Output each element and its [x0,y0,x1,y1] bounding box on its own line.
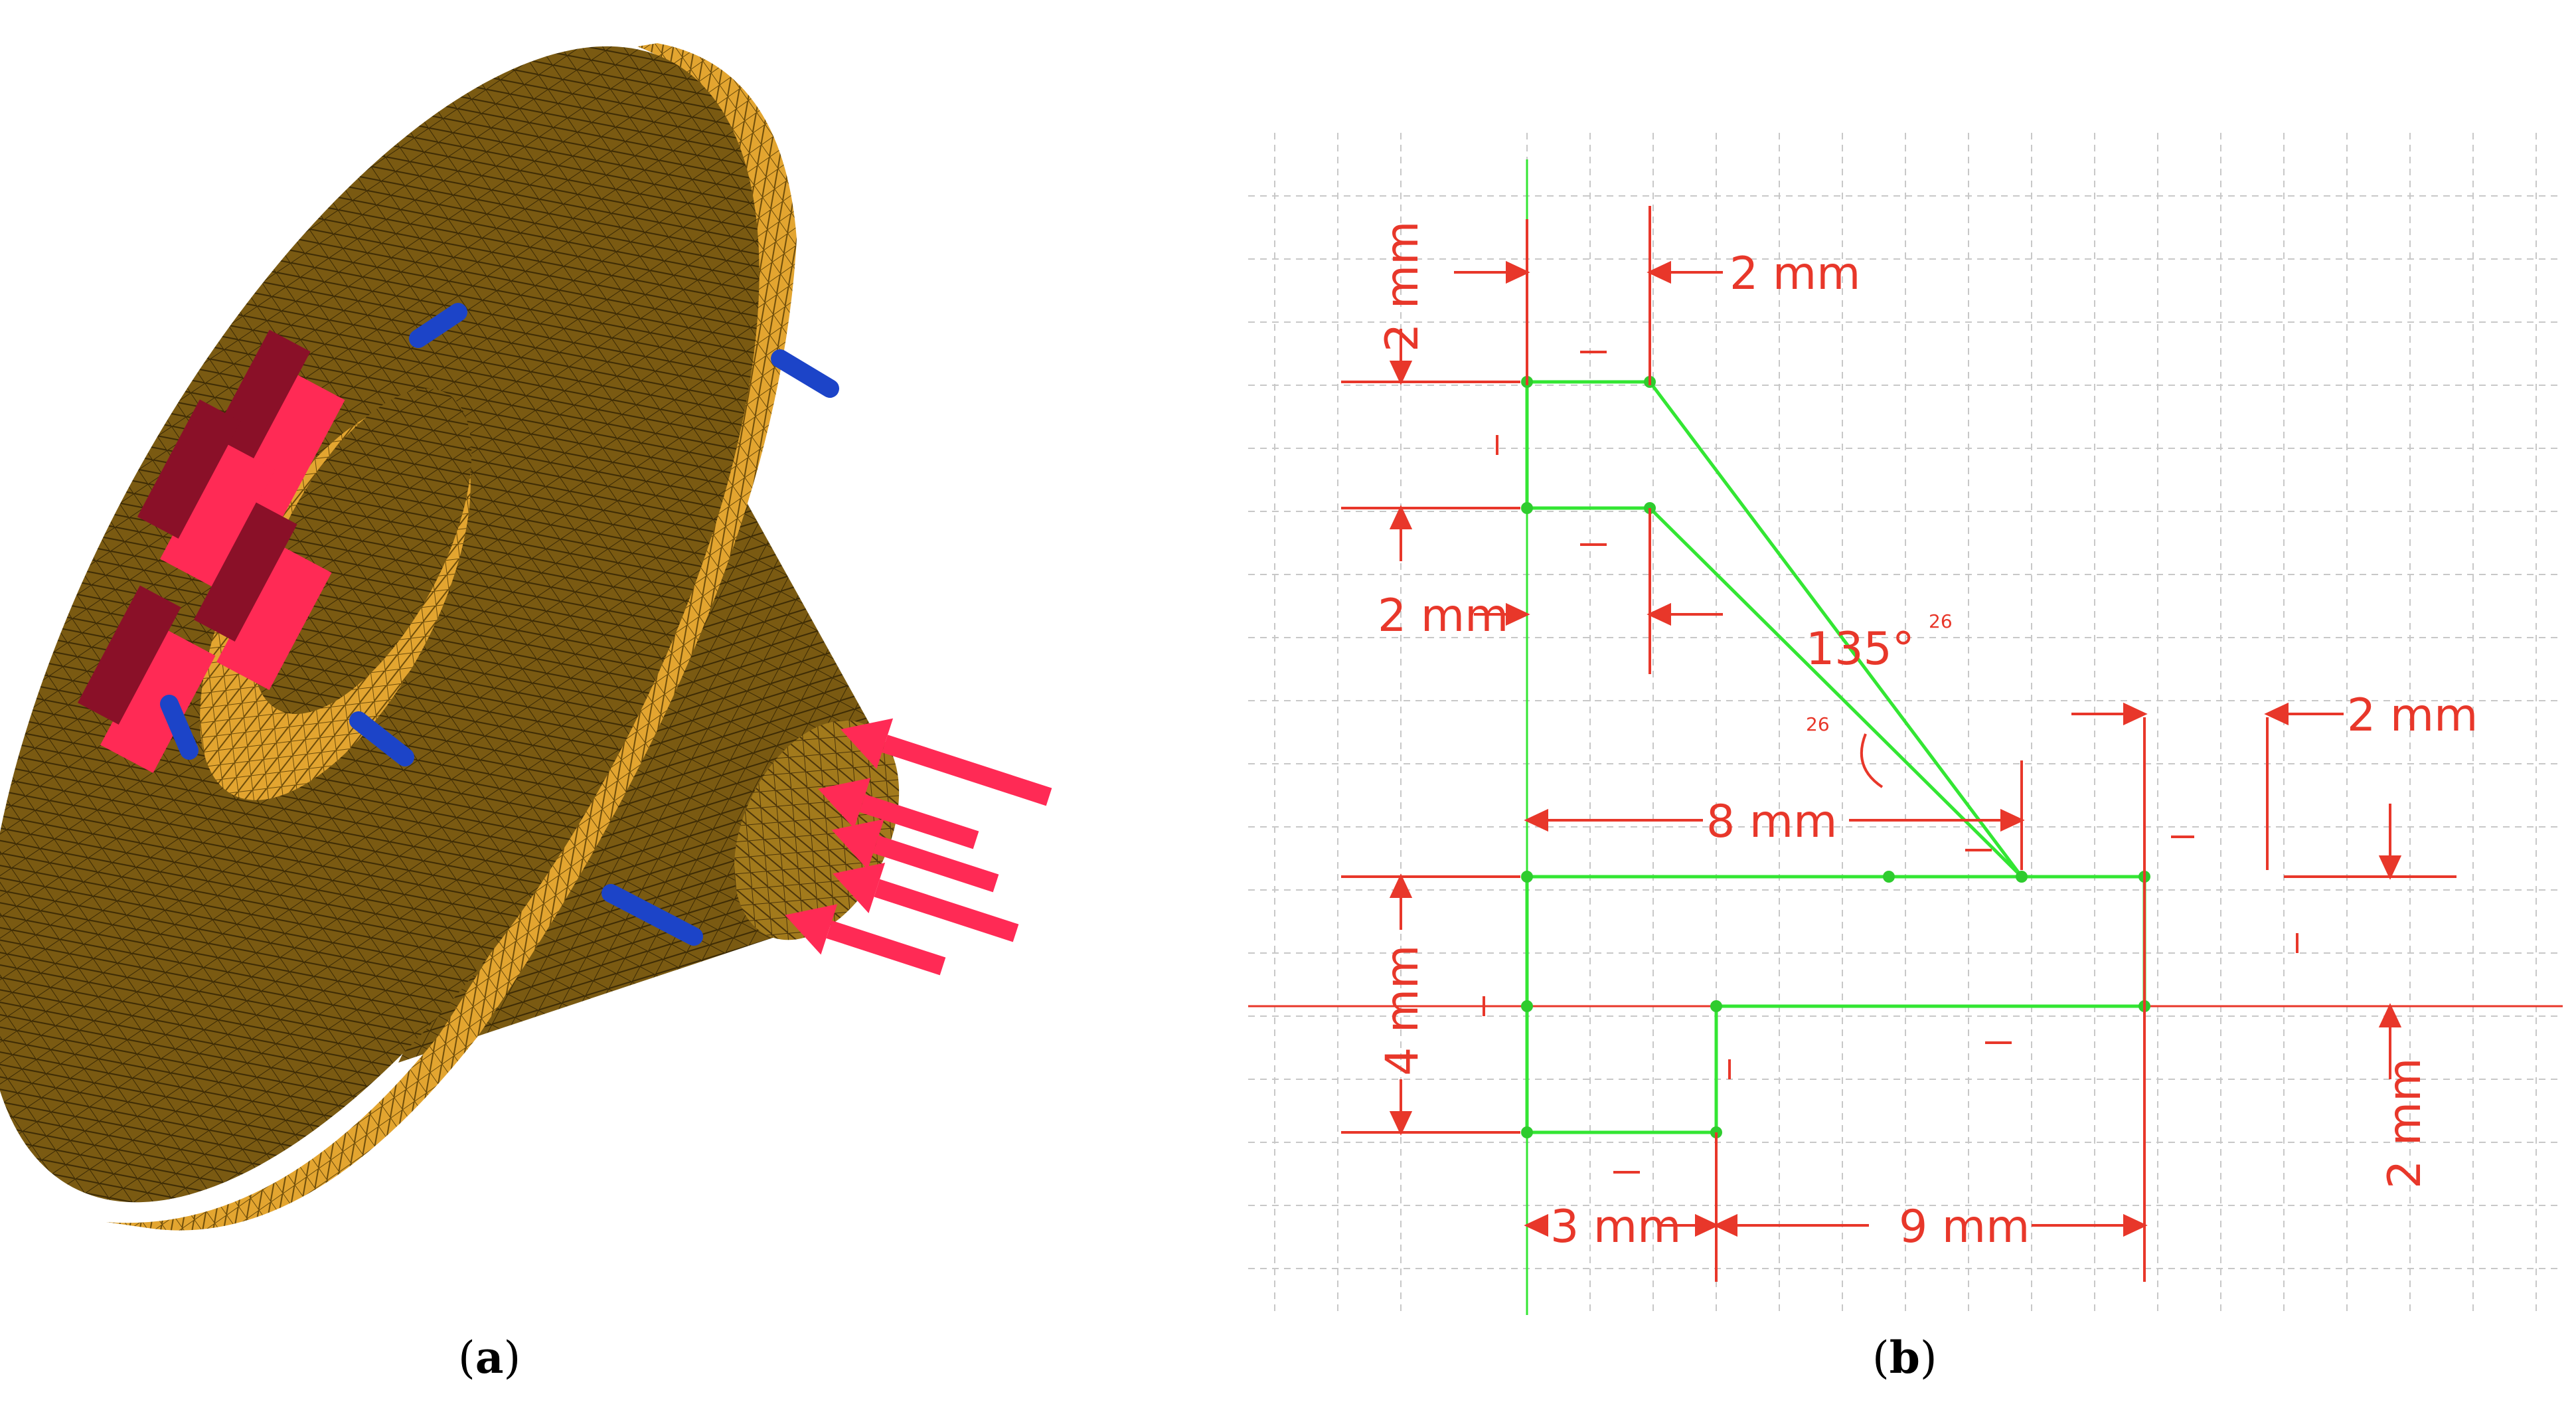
mesh-model-drawing [0,43,1052,1231]
dim-right-top: 2 mm [2347,689,2478,742]
dim-bottom-3: 3 mm [1550,1201,1681,1253]
dim-top-left-vertical: 2 mm [1376,221,1429,352]
dim-top-width: 2 mm [1730,248,1860,300]
dim-angle-unit: ° [1892,623,1915,675]
parallel-tag-1: 26 [1929,610,1953,632]
panel-b-sketch: 2 mm 2 mm 2 mm 135° 26 26 2 mm 8 mm 4 mm… [1235,133,2576,1328]
sketch-vertices [1521,376,2150,1138]
dim-bottom-9: 9 mm [1899,1201,2030,1253]
fixture-blocks [77,329,345,773]
panel-a-mesh-model [0,0,1089,1315]
support-rods [160,303,839,946]
dimension-lines [1341,206,2456,1282]
constraint-marks [1483,351,2298,1174]
dim-height-4: 4 mm [1376,945,1429,1076]
sketch-drawing: 2 mm 2 mm 2 mm 135° 26 26 2 mm 8 mm 4 mm… [1248,133,2563,1315]
dim-width-8: 8 mm [1706,796,1837,848]
dim-angle-value: 135 [1806,623,1892,675]
dim-right-bottom: 2 mm [2379,1058,2431,1189]
sketch-profile [1525,380,2146,1134]
load-arrows [785,718,1052,976]
hole-opening [252,389,472,714]
caption-b: (b) [1872,1332,1937,1383]
parallel-tag-2: 26 [1806,713,1830,735]
dim-angle: 135° [1806,623,1915,675]
dim-mid-left: 2 mm [1378,590,1508,642]
caption-a: (a) [458,1332,521,1383]
